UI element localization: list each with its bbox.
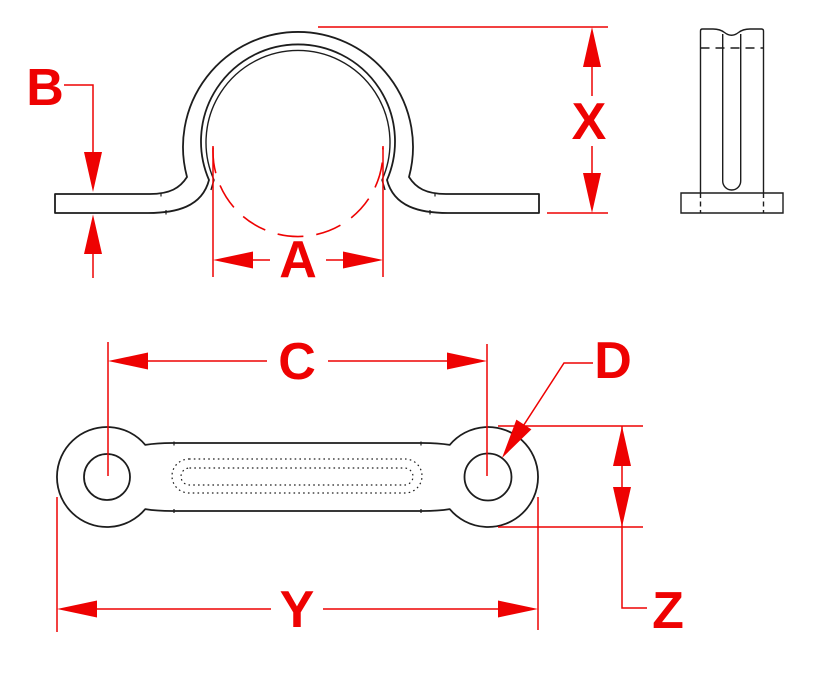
side-view [680,28,784,214]
side-slot [722,34,742,191]
leader-line [504,362,593,455]
arrowhead-up [583,27,601,67]
arrowhead-right [343,251,383,269]
emboss-inner-dotted [180,467,414,486]
dimension-D: D [502,332,632,458]
dim-label-A: A [279,231,317,289]
arrowhead [502,419,532,458]
arrowhead-up [613,426,631,466]
left-hole [83,453,131,501]
arrowhead-left [213,251,253,269]
arrowhead-right [498,600,538,618]
arrowhead-up [84,214,102,254]
leader-line [621,527,647,609]
arrowhead-left [108,352,148,370]
arrowhead-left [57,600,97,618]
leader-line [64,84,94,153]
dim-label-Z: Z [652,582,684,640]
emboss-outer-dotted [171,458,423,494]
dimension-Z: Z [498,425,684,640]
arrowhead-down [84,152,102,192]
link-outline [56,426,539,528]
arrowhead-down [613,487,631,527]
dim-label-Y: Y [280,581,315,639]
dimension-X: X [318,26,608,214]
top-view [56,426,539,528]
arrowhead-right [447,352,487,370]
dimension-B: B [26,59,102,278]
side-base-plate [680,192,784,214]
clamp-outline [54,31,540,214]
dim-label-C: C [278,333,316,391]
pipe-dashed-circle [212,147,384,238]
dimension-Y: Y [56,497,539,639]
dim-label-X: X [572,93,607,151]
right-hole [463,452,513,502]
dim-label-D: D [594,332,632,390]
dim-label-B: B [26,59,64,117]
dimension-A: A [212,146,384,289]
dimension-C: C [107,333,488,476]
side-column-outline [699,28,765,193]
front-view [54,31,540,238]
clamp-inner-edge-line [205,49,391,191]
arrowhead-down [583,173,601,213]
